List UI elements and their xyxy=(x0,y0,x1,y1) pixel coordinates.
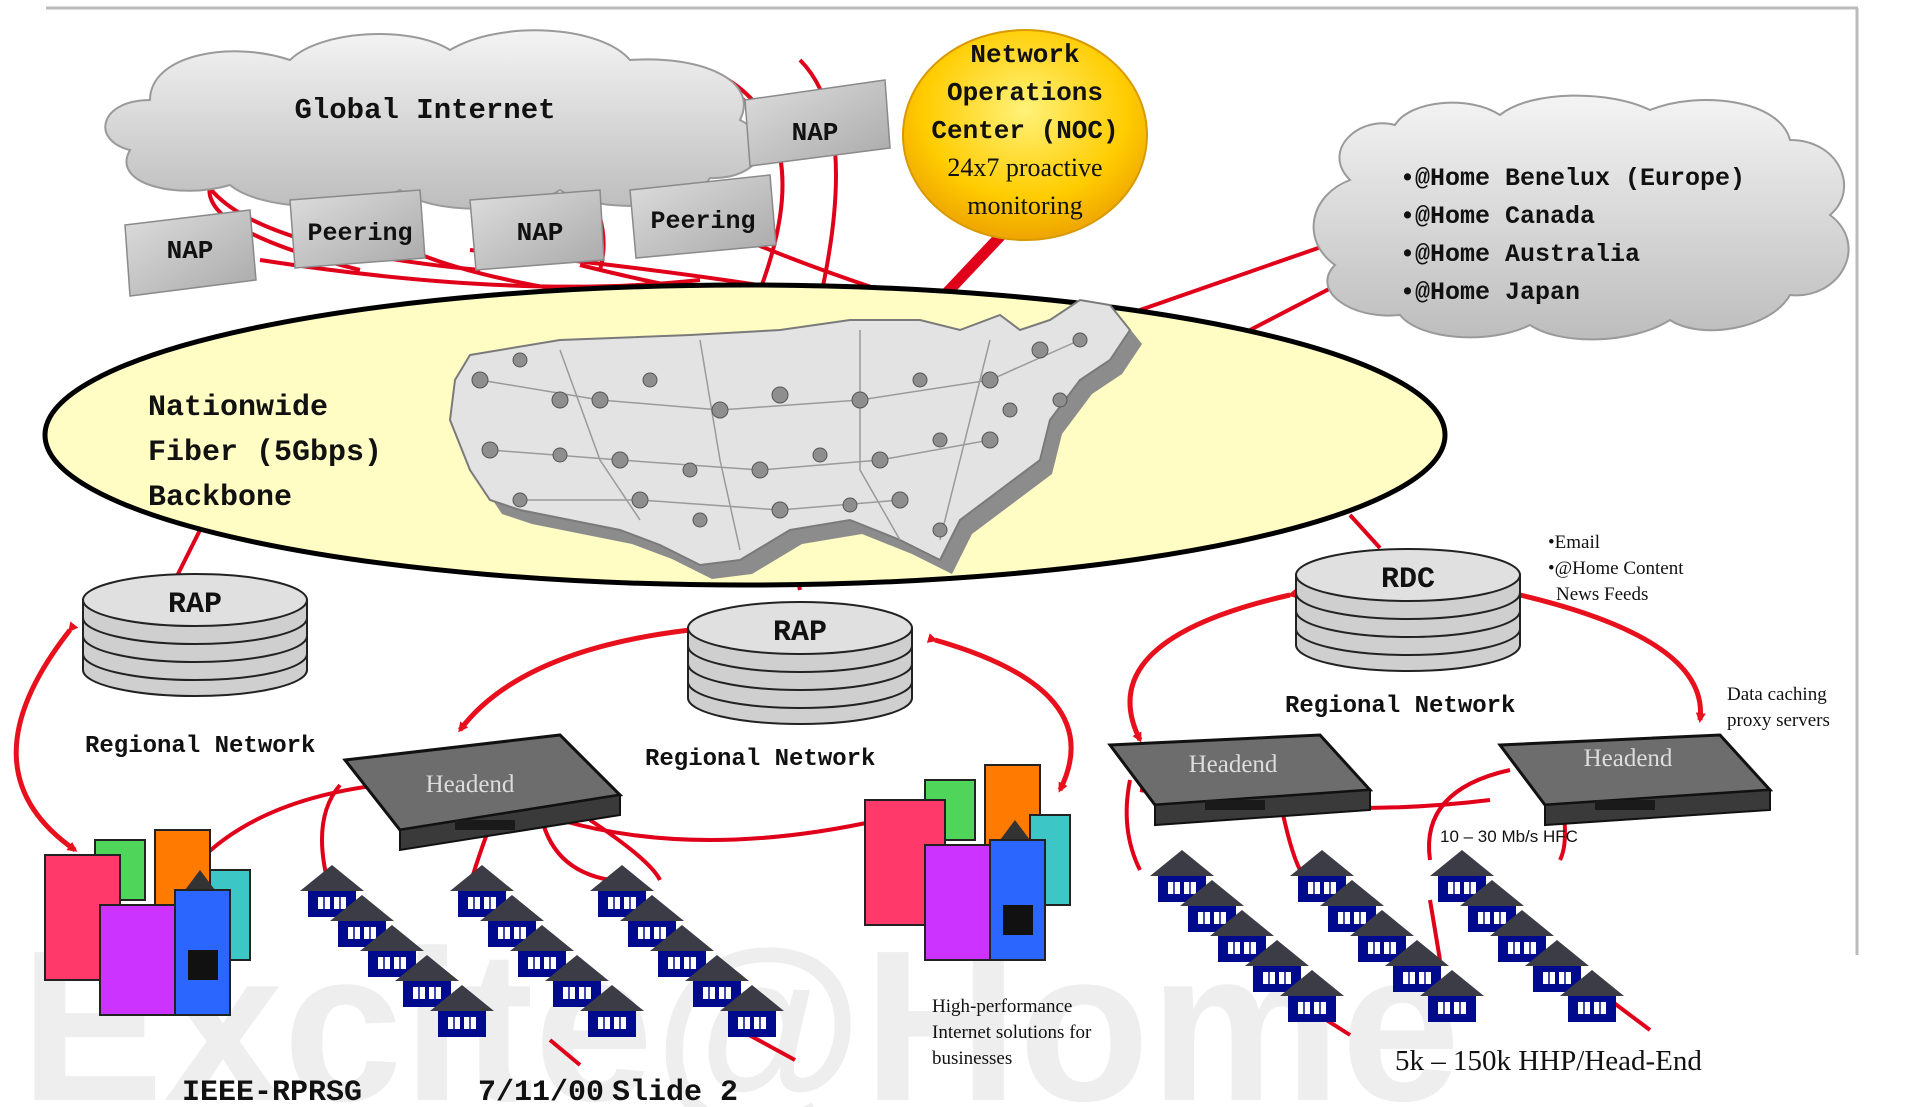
regional-network-label-right: Regional Network xyxy=(1285,693,1515,720)
home-intl-item-1: •@Home Benelux (Europe) xyxy=(1400,164,1745,193)
rdc-label: RDC xyxy=(1381,563,1435,597)
headend-right-2: Headend xyxy=(1497,733,1774,827)
rap-left: RAP xyxy=(82,573,308,697)
noc-bubble: Network Operations Center (NOC) 24x7 pro… xyxy=(902,29,1148,241)
rdc-service-2: •@Home Content xyxy=(1548,558,1684,579)
office-buildings-left xyxy=(44,829,251,1016)
business-label-line-1: High-performance xyxy=(932,996,1072,1017)
data-caching-line-1: Data caching xyxy=(1727,684,1827,705)
regional-network-label-center: Regional Network xyxy=(645,746,875,773)
noc-sub-line-2: monitoring xyxy=(967,191,1083,220)
footer-org: IEEE-RPRSG xyxy=(182,1076,362,1107)
exchange-point-label: NAP xyxy=(792,118,839,148)
footer-date: 7/11/00 xyxy=(478,1076,604,1107)
backbone-line-3: Backbone xyxy=(148,481,292,515)
noc-sub-line-1: 24x7 proactive xyxy=(947,153,1102,182)
rap-center-label: RAP xyxy=(773,616,827,650)
global-internet-label: Global Internet xyxy=(294,94,555,127)
exchange-point-nap-2: NAP xyxy=(469,189,605,271)
us-map xyxy=(448,298,1142,579)
exchange-point-peering-1: Peering xyxy=(289,189,426,269)
headend-center: Headend xyxy=(342,733,624,852)
rap-center: RAP xyxy=(687,601,913,725)
noc-title-line-1: Network xyxy=(970,40,1079,70)
regional-arrows xyxy=(13,588,1706,853)
home-intl-item-3: •@Home Australia xyxy=(1400,240,1640,269)
home-intl-item-2: •@Home Canada xyxy=(1400,202,1595,231)
us-map-routes xyxy=(479,330,1081,551)
business-label-line-2: Internet solutions for xyxy=(932,1022,1092,1043)
us-map-nodes xyxy=(471,332,1088,538)
footer-slide: Slide 2 xyxy=(612,1076,738,1107)
headend-right-1: Headend xyxy=(1107,733,1374,827)
regional-network-label-left: Regional Network xyxy=(85,733,315,760)
rdc-node: RDC xyxy=(1295,548,1521,672)
exchange-point-label: Peering xyxy=(307,219,412,248)
backbone-line-1: Nationwide xyxy=(148,391,328,425)
backbone-line-2: Fiber (5Gbps) xyxy=(148,436,382,470)
headend-right-1-label: Headend xyxy=(1189,751,1278,778)
home-international-cloud: •@Home Benelux (Europe) •@Home Canada •@… xyxy=(1312,94,1850,341)
headend-right-2-label: Headend xyxy=(1584,745,1673,772)
data-caching-line-2: proxy servers xyxy=(1727,710,1830,731)
exchange-point-label: NAP xyxy=(517,218,564,248)
office-buildings-center xyxy=(864,764,1071,961)
business-label-line-3: businesses xyxy=(932,1048,1012,1069)
hhp-label: 5k – 150k HHP/Head-End xyxy=(1395,1045,1702,1077)
rdc-service-3: News Feeds xyxy=(1556,584,1648,605)
exchange-points: NAP Peering NAP Peering NAP xyxy=(124,79,891,297)
noc-title-line-2: Operations xyxy=(947,78,1103,108)
us-map-land xyxy=(448,298,1132,567)
rap-left-label: RAP xyxy=(168,588,222,622)
exchange-point-nap-1: NAP xyxy=(124,209,257,297)
hfc-label: 10 – 30 Mb/s HFC xyxy=(1440,827,1578,846)
global-internet-cloud: Global Internet xyxy=(104,29,763,210)
rdc-service-1: •Email xyxy=(1548,532,1600,553)
noc-title-line-3: Center (NOC) xyxy=(931,116,1118,146)
exchange-point-label: NAP xyxy=(167,236,214,266)
exchange-point-nap-3: NAP xyxy=(744,79,891,167)
exchange-point-label: Peering xyxy=(650,207,755,236)
rdc-services: •Email •@Home Content News Feeds xyxy=(1548,532,1684,605)
headend-center-label: Headend xyxy=(426,771,515,798)
home-intl-item-4: •@Home Japan xyxy=(1400,278,1580,307)
exchange-point-peering-2: Peering xyxy=(629,174,777,259)
